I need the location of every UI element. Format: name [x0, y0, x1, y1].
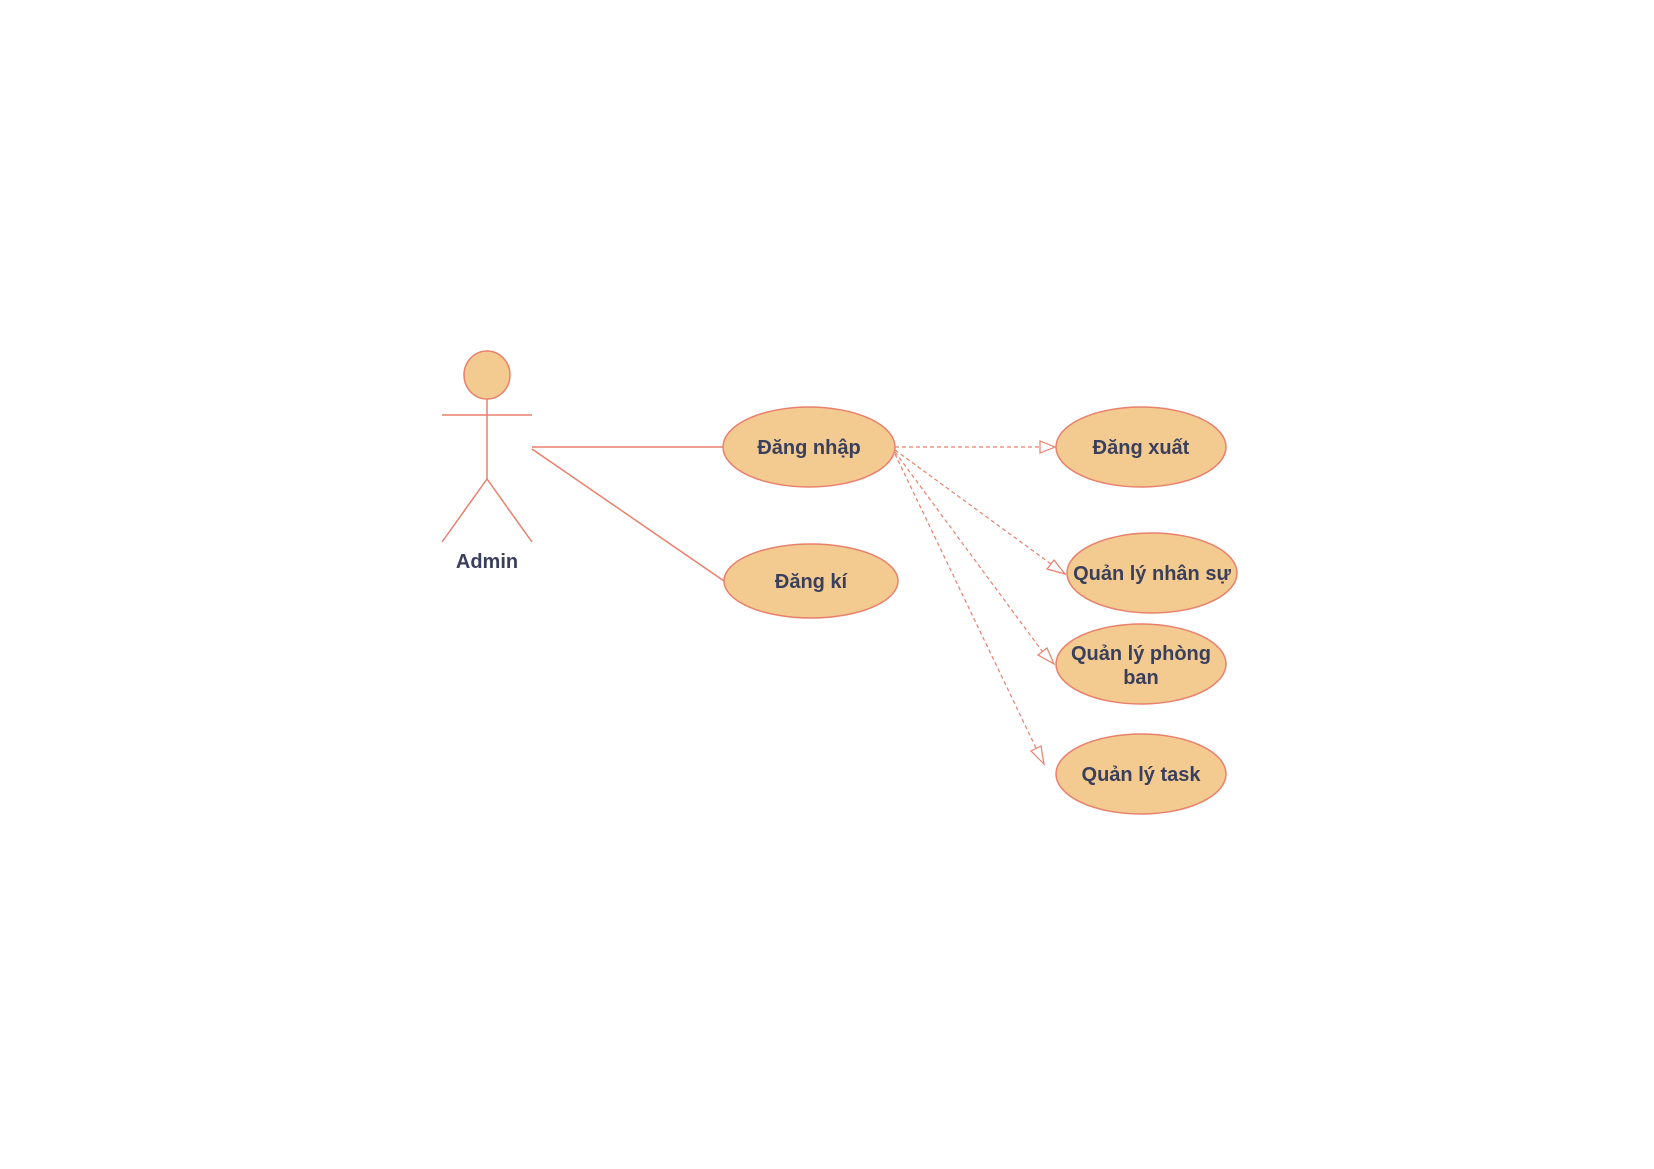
use-case-register[interactable]: Đăng kí — [723, 543, 899, 619]
arrowhead — [1029, 745, 1045, 766]
actor-admin[interactable]: Admin — [441, 350, 533, 573]
dependency-login-logout — [895, 440, 1057, 454]
arrowhead — [1036, 647, 1056, 666]
use-case-logout-label: Đăng xuất — [1093, 437, 1190, 459]
arrowhead — [1045, 559, 1067, 576]
use-case-login[interactable]: Đăng nhập — [722, 406, 896, 488]
use-case-register-label: Đăng kí — [775, 571, 849, 593]
use-case-logout[interactable]: Đăng xuất — [1055, 406, 1227, 488]
actor-label: Admin — [456, 551, 518, 573]
use-case-hr-management[interactable]: Quản lý nhân sự — [1066, 532, 1238, 614]
association-admin-register — [531, 448, 725, 582]
use-case-task-management[interactable]: Quản lý task — [1055, 733, 1227, 815]
use-case-login-label: Đăng nhập — [757, 437, 860, 459]
use-case-dept-label-line1: Quản lý phòng — [1071, 643, 1211, 665]
use-case-dept-label-line2: ban — [1123, 667, 1159, 689]
actor-right-leg — [486, 478, 533, 543]
use-case-hr-label: Quản lý nhân sự — [1073, 563, 1231, 585]
dependency-login-task — [894, 453, 1045, 766]
use-case-task-label: Quản lý task — [1082, 764, 1202, 786]
actor-left-leg — [441, 478, 488, 543]
dependency-login-dept — [894, 451, 1056, 666]
arrowhead — [1039, 440, 1057, 454]
actor-head — [463, 350, 511, 400]
use-case-department-management[interactable]: Quản lý phòng ban — [1055, 623, 1227, 705]
dependency-login-hr — [894, 449, 1067, 576]
